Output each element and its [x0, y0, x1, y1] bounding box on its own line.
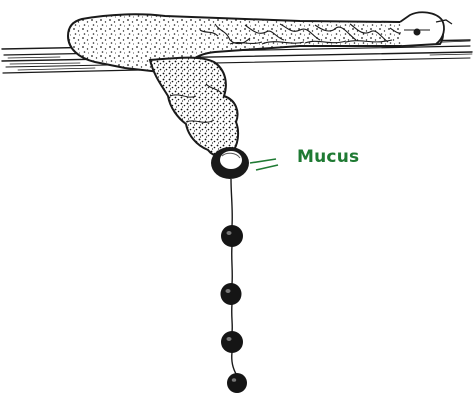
mucus-callout-leader [250, 159, 278, 170]
mucus-bead [227, 373, 247, 393]
mucus-ball [211, 147, 249, 179]
mucus-bead [221, 331, 243, 353]
mucus-label: Mucus [297, 147, 359, 167]
worm-head [150, 58, 238, 157]
worm-body [68, 12, 452, 72]
mucus-bead [221, 283, 242, 305]
mucus-bead [221, 225, 243, 247]
